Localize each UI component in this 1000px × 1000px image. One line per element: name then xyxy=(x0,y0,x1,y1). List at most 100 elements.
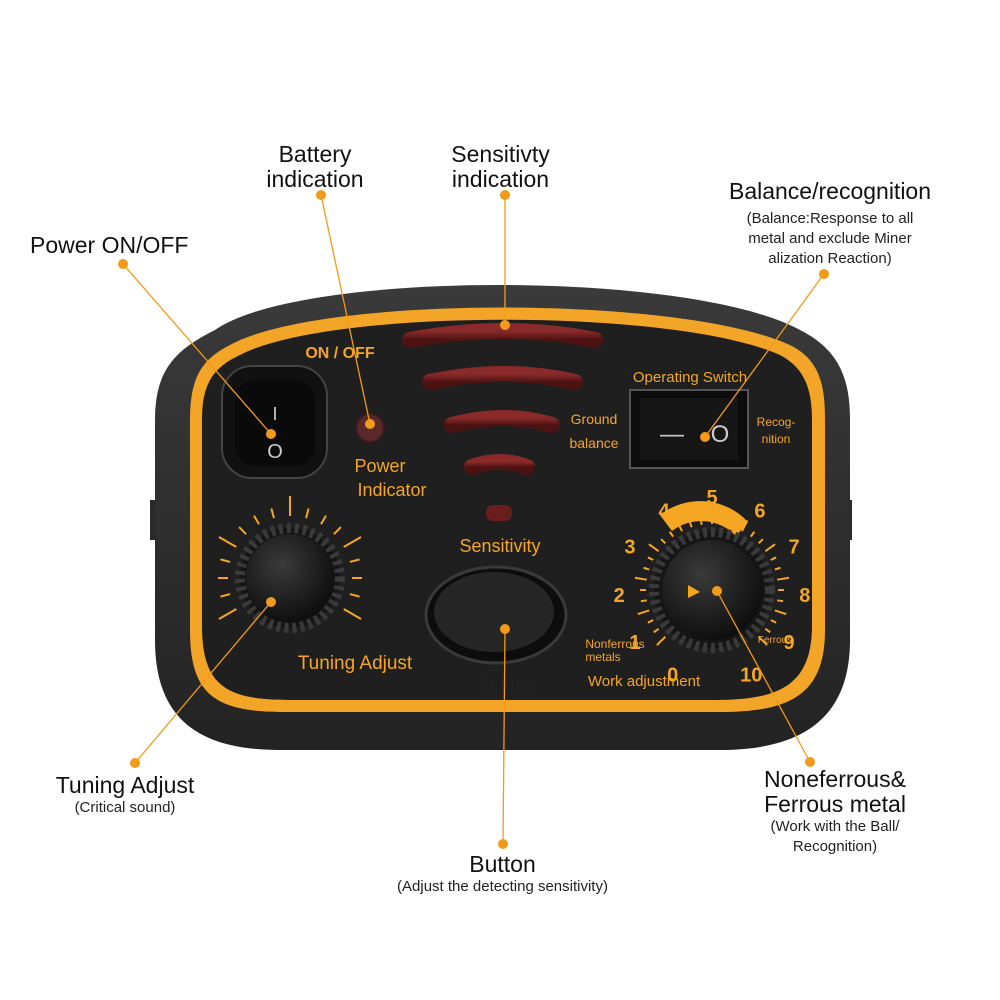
work-dial-highlight-band xyxy=(660,501,748,536)
metal-callout-line-1: Noneferrous& xyxy=(764,766,906,792)
work-scale-tick xyxy=(660,538,667,545)
metal-callout-line-2: Ferrous metal xyxy=(764,791,906,817)
button-callout: Button (Adjust the detecting sensitivity… xyxy=(350,852,655,897)
work-scale-tick xyxy=(653,627,660,634)
work-adjustment-knob[interactable] xyxy=(662,540,762,640)
work-scale-tick xyxy=(688,521,693,528)
work-knob-pointer-icon xyxy=(688,585,700,598)
work-scale-tick xyxy=(656,635,667,646)
work-scale-tick xyxy=(647,619,654,624)
dot-metal-target xyxy=(712,586,722,596)
work-scale-tick xyxy=(640,599,647,603)
work-scale xyxy=(634,512,790,646)
work-dial-number: 7 xyxy=(789,536,800,558)
work-scale-tick xyxy=(675,520,683,532)
tuning-scale-tick xyxy=(270,508,275,519)
dot-balance-label xyxy=(819,269,829,279)
work-scale-tick xyxy=(777,599,784,603)
tuning-adjust-label: Tuning Adjust xyxy=(298,653,413,674)
ground-balance-label-2: balance xyxy=(569,435,618,451)
nonferrous-label-2: metals xyxy=(585,650,620,664)
dot-tuning-target xyxy=(266,597,276,607)
power-switch-group: I O ON / OFF xyxy=(221,345,375,479)
work-dial-number: 10 xyxy=(740,664,762,686)
sensitivity-bar-2 xyxy=(464,454,535,475)
leader-lines xyxy=(122,194,825,845)
tuning-knob[interactable] xyxy=(246,534,334,622)
work-scale-tick xyxy=(643,566,650,571)
work-scale-tick xyxy=(648,543,660,553)
tuning-callout: Tuning Adjust (Critical sound) xyxy=(35,773,215,818)
power-indicator-label-2: Indicator xyxy=(357,480,426,500)
dot-power-label xyxy=(118,259,128,269)
dot-button-target xyxy=(500,624,510,634)
sensitivity-button[interactable] xyxy=(434,572,554,652)
power-rocker-switch[interactable] xyxy=(235,380,315,466)
dot-sensitivity-label xyxy=(500,190,510,200)
tuning-scale-tick xyxy=(238,526,247,535)
leader-battery xyxy=(320,194,371,425)
battery-callout-line-1: Battery xyxy=(278,141,352,167)
leader-balance xyxy=(704,273,825,438)
balance-callout-sub-1: (Balance:Response to all xyxy=(746,210,914,227)
ground-balance-label-1: Ground xyxy=(571,411,618,427)
button-group: Button xyxy=(424,565,568,697)
dot-button-label xyxy=(498,839,508,849)
power-callout: Power ON/OFF xyxy=(30,233,250,258)
work-dial-number: 1 xyxy=(629,632,640,654)
recognition-label-2: nition xyxy=(762,432,791,446)
button-panel-label: Button xyxy=(482,676,537,697)
ferrous-label: Ferrous xyxy=(758,635,792,646)
switch-on-symbol: I xyxy=(272,404,277,424)
sensitivity-callout-line-2: indication xyxy=(451,166,550,192)
work-scale-tick xyxy=(770,619,777,624)
sensitivity-callout: Sensitivty indication xyxy=(428,142,573,192)
work-dial-number: 0 xyxy=(667,664,678,686)
work-scale-tick xyxy=(637,609,650,616)
dot-tuning-label xyxy=(130,758,140,768)
tuning-scale-tick xyxy=(343,608,362,620)
tuning-scale xyxy=(218,496,362,620)
battery-callout: Battery indication xyxy=(250,142,380,192)
on-off-label: ON / OFF xyxy=(305,345,375,362)
work-scale-tick xyxy=(721,518,725,525)
metal-callout: Noneferrous& Ferrous metal (Work with th… xyxy=(730,767,940,857)
dot-power-target xyxy=(266,429,276,439)
tuning-scale-tick xyxy=(220,558,231,563)
tuning-scale-tick xyxy=(333,526,342,535)
button-callout-title: Button xyxy=(469,851,536,877)
tuning-scale-tick xyxy=(218,608,237,620)
balance-callout: Balance/recognition (Balance:Response to… xyxy=(690,179,970,269)
dot-balance-target xyxy=(700,432,710,442)
balance-callout-sub-3: alization Reaction) xyxy=(768,250,892,267)
work-scale-tick xyxy=(777,576,790,581)
ground-balance-symbol: — xyxy=(660,421,684,448)
work-scale-tick xyxy=(668,531,675,538)
leader-button xyxy=(502,628,506,845)
sensitivity-bar-1 xyxy=(486,505,512,521)
work-dial-number: 6 xyxy=(754,500,765,522)
tuning-scale-tick xyxy=(343,536,362,548)
work-scale-tick xyxy=(634,576,647,581)
tuning-scale-tick xyxy=(349,558,360,563)
tuning-scale-tick xyxy=(320,515,327,525)
work-adjustment-label: Work adjustment xyxy=(588,673,701,690)
dot-battery-target xyxy=(365,419,375,429)
leader-tuning xyxy=(134,601,272,764)
recognition-symbol: O xyxy=(711,421,730,448)
leader-power xyxy=(122,263,272,435)
balance-callout-sub-2: metal and exclude Miner xyxy=(748,230,912,247)
work-dial-number: 9 xyxy=(784,632,795,654)
work-scale-tick xyxy=(770,556,777,561)
work-scale-tick xyxy=(731,521,736,528)
work-scale-tick xyxy=(749,531,756,538)
power-callout-title: Power ON/OFF xyxy=(30,232,189,258)
work-scale-tick xyxy=(757,635,768,646)
battery-callout-line-2: indication xyxy=(266,166,364,192)
work-scale-tick xyxy=(764,543,776,553)
tuning-scale-tick xyxy=(349,593,360,598)
balance-callout-title: Balance/recognition xyxy=(728,178,932,204)
